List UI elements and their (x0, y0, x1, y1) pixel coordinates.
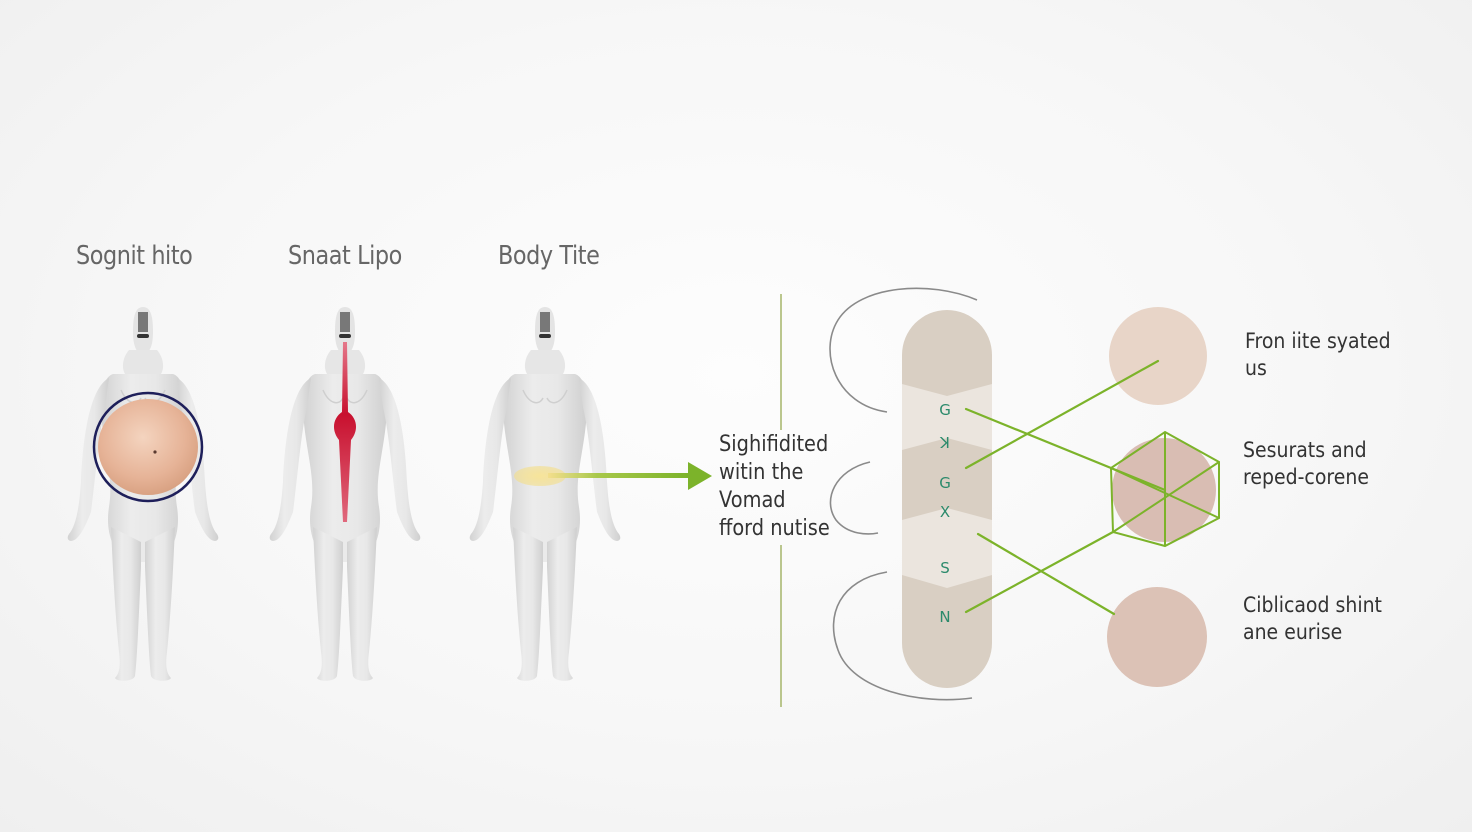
band-letter-2: K (939, 433, 950, 451)
node-circle-3 (1107, 587, 1207, 687)
band-letter-5: S (940, 559, 950, 577)
node-label-3: Ciblicaod shint ane eurise (1243, 595, 1382, 649)
arrow-right-icon (548, 462, 712, 490)
center-label-line-4: fford nutise (719, 516, 830, 541)
band-letter-6: N (939, 608, 950, 626)
abdomen-ring (92, 391, 204, 503)
body-figure-2 (268, 306, 422, 682)
node-label-2: Sesurats and reped-corene (1243, 440, 1369, 494)
node-label-2-line-2: reped-corene (1243, 465, 1369, 489)
figure-title-2: Snaat Lipo (288, 241, 402, 271)
node-label-3-line-1: Ciblicaod shint (1243, 593, 1382, 617)
node-label-1-line-2: us (1245, 356, 1267, 380)
node-label-3-line-2: ane eurise (1243, 620, 1343, 644)
figure-title-3: Body Tite (498, 241, 600, 271)
band-letter-3: G (939, 474, 951, 492)
connector-lines (964, 359, 1167, 616)
node-label-1: Fron iite syated us (1245, 331, 1391, 385)
body-figure-3 (468, 306, 622, 682)
center-label-line-3: Vomad (719, 488, 786, 513)
abdomen-highlight (98, 399, 198, 495)
center-label-line-2: witin the (719, 460, 804, 485)
center-label-line-1: Sighifidited (719, 432, 829, 457)
abdomen-glow (514, 466, 566, 486)
body-figure-1 (66, 306, 220, 682)
center-label: Sighifidited witin the Vomad fford nutis… (719, 434, 830, 546)
band-letter-1: G (939, 401, 951, 419)
bracket-arc-top (829, 287, 978, 413)
band-letter-4: X (940, 503, 950, 521)
band-column: G K G X S N (902, 310, 992, 688)
node-label-1-line-1: Fron iite syated (1245, 329, 1391, 353)
node-circle-1 (1109, 307, 1207, 405)
node-label-2-line-1: Sesurats and (1243, 438, 1367, 462)
bracket-arc-middle (829, 461, 879, 535)
bracket-arc-bottom (832, 571, 973, 701)
figure-title-1: Sognit hito (76, 241, 193, 271)
spine-highlight (333, 342, 357, 522)
